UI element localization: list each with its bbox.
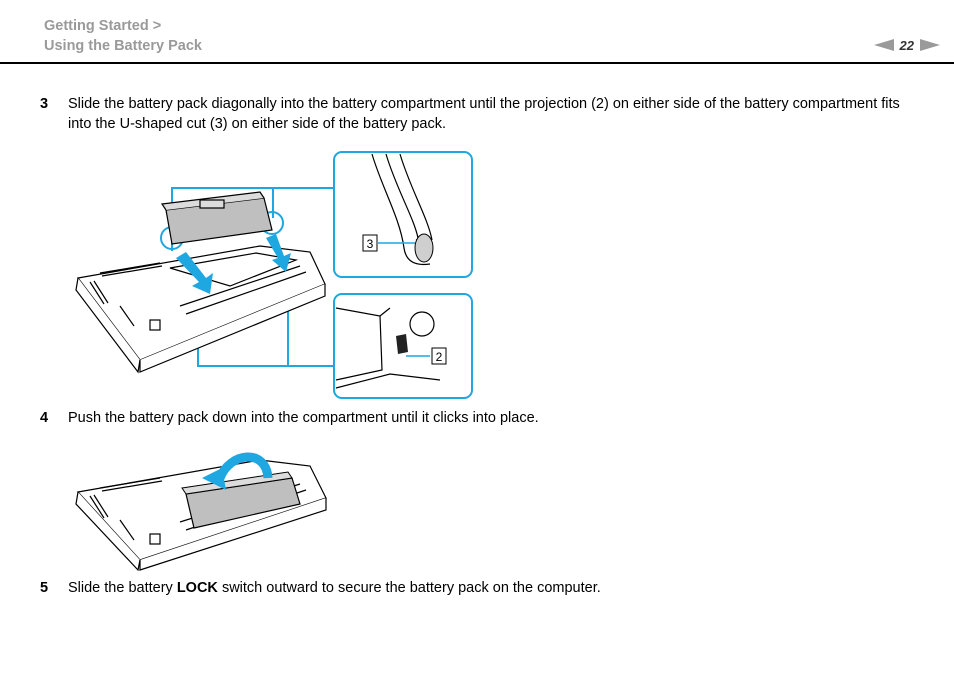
callout-label-3: 3 <box>367 237 374 251</box>
step-number: 4 <box>40 408 48 428</box>
battery-insert-illustration: 3 2 <box>60 148 480 404</box>
callout-label-2: 2 <box>436 350 443 364</box>
breadcrumb: Getting Started > Using the Battery Pack <box>44 16 202 56</box>
page-number: 22 <box>900 38 914 53</box>
page-navigation: 22 <box>874 37 940 53</box>
step-number: 5 <box>40 578 48 598</box>
left-arrow-icon[interactable] <box>874 39 894 51</box>
step-text: Slide the battery LOCK switch outward to… <box>68 578 900 598</box>
step-text-start: Slide the battery <box>68 580 177 596</box>
step-text-end: switch outward to secure the battery pac… <box>218 580 601 596</box>
step-text: Slide the battery pack diagonally into t… <box>68 94 900 134</box>
step-3: 3 Slide the battery pack diagonally into… <box>40 94 900 134</box>
step-4: 4 Push the battery pack down into the co… <box>40 408 900 428</box>
header-rule <box>0 62 954 64</box>
right-arrow-icon[interactable] <box>920 39 940 51</box>
breadcrumb-page[interactable]: Using the Battery Pack <box>44 36 202 56</box>
step-5: 5 Slide the battery LOCK switch outward … <box>40 578 900 598</box>
step-text: Push the battery pack down into the comp… <box>68 408 900 428</box>
step-number: 3 <box>40 94 48 114</box>
breadcrumb-section[interactable]: Getting Started > <box>44 16 202 36</box>
battery-push-illustration <box>70 448 340 573</box>
lock-label: LOCK <box>177 580 218 596</box>
